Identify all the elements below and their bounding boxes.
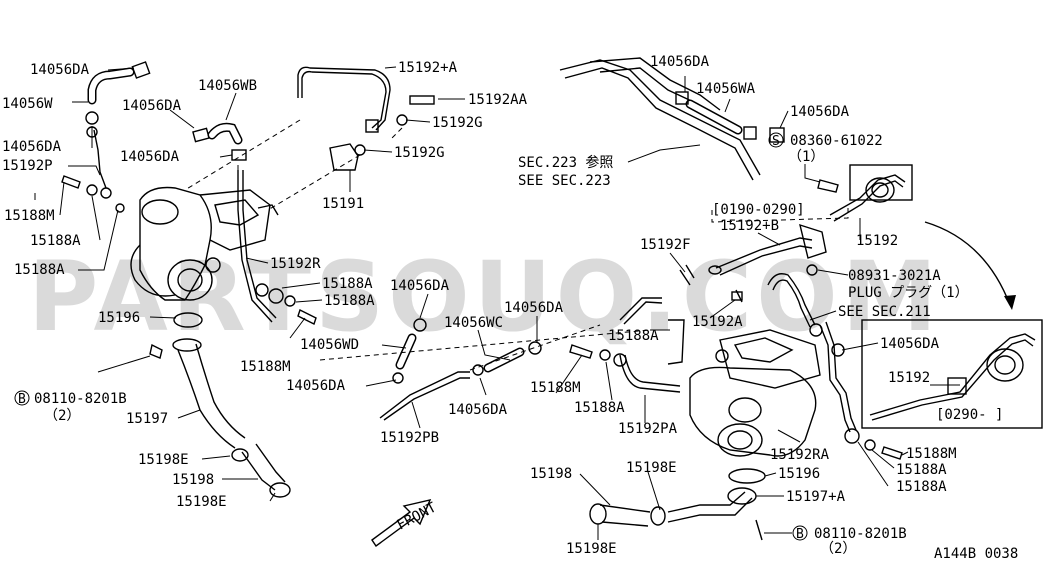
serial-range-early: [0190-0290] xyxy=(712,202,805,218)
callout-15188m: 15188M xyxy=(906,446,957,462)
callout-15188m: 15188M xyxy=(240,359,291,375)
callout-08110-8201b: 08110-8201B xyxy=(34,391,127,407)
section-ref-jp: SEC.223 参照 xyxy=(518,154,613,171)
callout-15188a: 15188A xyxy=(608,328,659,344)
callout-15192g: 15192G xyxy=(432,115,483,131)
callout-14056da: 14056DA xyxy=(790,104,850,120)
inset-15192-late xyxy=(861,319,1043,429)
revision-arrow xyxy=(924,221,1011,306)
callout-15188m: 15188M xyxy=(530,380,581,396)
plug-label: PLUG プラグ（1） xyxy=(848,285,969,301)
callout-14056da: 14056DA xyxy=(448,402,508,418)
callout-14056da: 14056DA xyxy=(880,336,940,352)
callout-15191: 15191 xyxy=(322,196,364,212)
callout-15188a: 15188A xyxy=(896,462,947,478)
callout-15188a: 15188A xyxy=(896,479,947,495)
callout-14056w: 14056W xyxy=(2,96,53,112)
bolt-type-b-letter: B xyxy=(18,392,26,407)
bolt-type-b-marker xyxy=(14,390,30,406)
callout-15188a: 15188A xyxy=(30,233,81,249)
callout-quantity: （2） xyxy=(44,408,80,424)
callout-15198e: 15198E xyxy=(626,460,677,476)
left-turbocharger-assembly xyxy=(130,186,271,301)
callout-15192: 15192 xyxy=(888,370,930,386)
callout-14056wc: 14056WC xyxy=(444,315,503,331)
callout-15188a: 15188A xyxy=(574,400,625,416)
callout-quantity: （2） xyxy=(820,541,856,557)
front-direction-arrow xyxy=(371,499,432,547)
callout-15198: 15198 xyxy=(172,472,214,488)
callout-15188a: 15188A xyxy=(14,262,65,278)
callout-15188a: 15188A xyxy=(322,276,373,292)
callout-15197: 15197 xyxy=(126,411,168,427)
callout-15188m: 15188M xyxy=(4,208,55,224)
callout-14056wb: 14056WB xyxy=(198,78,257,94)
inset-15192-early xyxy=(829,164,913,222)
right-turbocharger-assembly xyxy=(689,329,821,457)
callout-14056wa: 14056WA xyxy=(696,81,756,97)
screw-type-s-letter: S xyxy=(772,134,780,149)
callout-14056da: 14056DA xyxy=(30,62,90,78)
callout-15198e: 15198E xyxy=(566,541,617,557)
section-ref-en: SEE SEC.223 xyxy=(518,173,611,189)
screw-type-s-marker xyxy=(768,132,784,148)
bolt-type-b-marker xyxy=(792,525,808,541)
callout-15192-plus-b: 15192+B xyxy=(720,218,779,234)
callout-15192p: 15192P xyxy=(2,158,53,174)
callout-14056da: 14056DA xyxy=(390,278,450,294)
callout-15188a: 15188A xyxy=(324,293,375,309)
callout-14056da: 14056DA xyxy=(504,300,564,316)
bolt-type-b-letter: B xyxy=(796,527,804,542)
watermark-text: PARTSOUQ.COM xyxy=(28,241,941,353)
callout-14056da: 14056DA xyxy=(650,54,710,70)
callout-14056da: 14056DA xyxy=(120,149,180,165)
serial-range-late: [0290- ] xyxy=(936,407,1003,423)
callout-14056da: 14056DA xyxy=(286,378,346,394)
callout-15192f: 15192F xyxy=(640,237,691,253)
leader-lines xyxy=(34,66,960,540)
callout-15192g: 15192G xyxy=(394,145,445,161)
callout-14056da: 14056DA xyxy=(2,139,62,155)
callout-15192pa: 15192PA xyxy=(618,421,678,437)
callout-15192r: 15192R xyxy=(270,256,321,272)
callout-15198e: 15198E xyxy=(176,494,227,510)
callout-14056da: 14056DA xyxy=(122,98,182,114)
left-oil-lines xyxy=(87,66,391,323)
callout-quantity: （1） xyxy=(788,149,824,165)
callout-14056wd: 14056WD xyxy=(300,337,359,353)
callout-15192a: 15192A xyxy=(692,314,743,330)
callout-15192ra: 15192RA xyxy=(770,447,830,463)
callout-15192pb: 15192PB xyxy=(380,430,439,446)
callout-15192aa: 15192AA xyxy=(468,92,528,108)
callout-08360-61022: 08360-61022 xyxy=(790,133,883,149)
front-label: FRONT xyxy=(394,499,439,533)
callout-08931-3021a: 08931-3021A xyxy=(848,268,941,284)
callout-15198e: 15198E xyxy=(138,452,189,468)
revision-arrow-head xyxy=(1004,295,1016,310)
part-callouts: 14056DA 14056W 14056DA 14056WB 14056DA 1… xyxy=(2,54,1018,562)
callout-15192-plus-a: 15192+A xyxy=(398,60,458,76)
callout-15198: 15198 xyxy=(530,466,572,482)
callout-15197-plus-a: 15197+A xyxy=(786,489,846,505)
right-exhaust-pipe xyxy=(589,468,766,541)
section-ref-211: SEE SEC.211 xyxy=(838,304,931,320)
callout-15196: 15196 xyxy=(98,310,140,326)
callout-15192: 15192 xyxy=(856,233,898,249)
diagram-id: A144B 0038 xyxy=(934,546,1018,562)
callout-15196: 15196 xyxy=(778,466,820,482)
callout-08110-8201b: 08110-8201B xyxy=(814,526,907,542)
sec223-tubes xyxy=(559,57,785,181)
